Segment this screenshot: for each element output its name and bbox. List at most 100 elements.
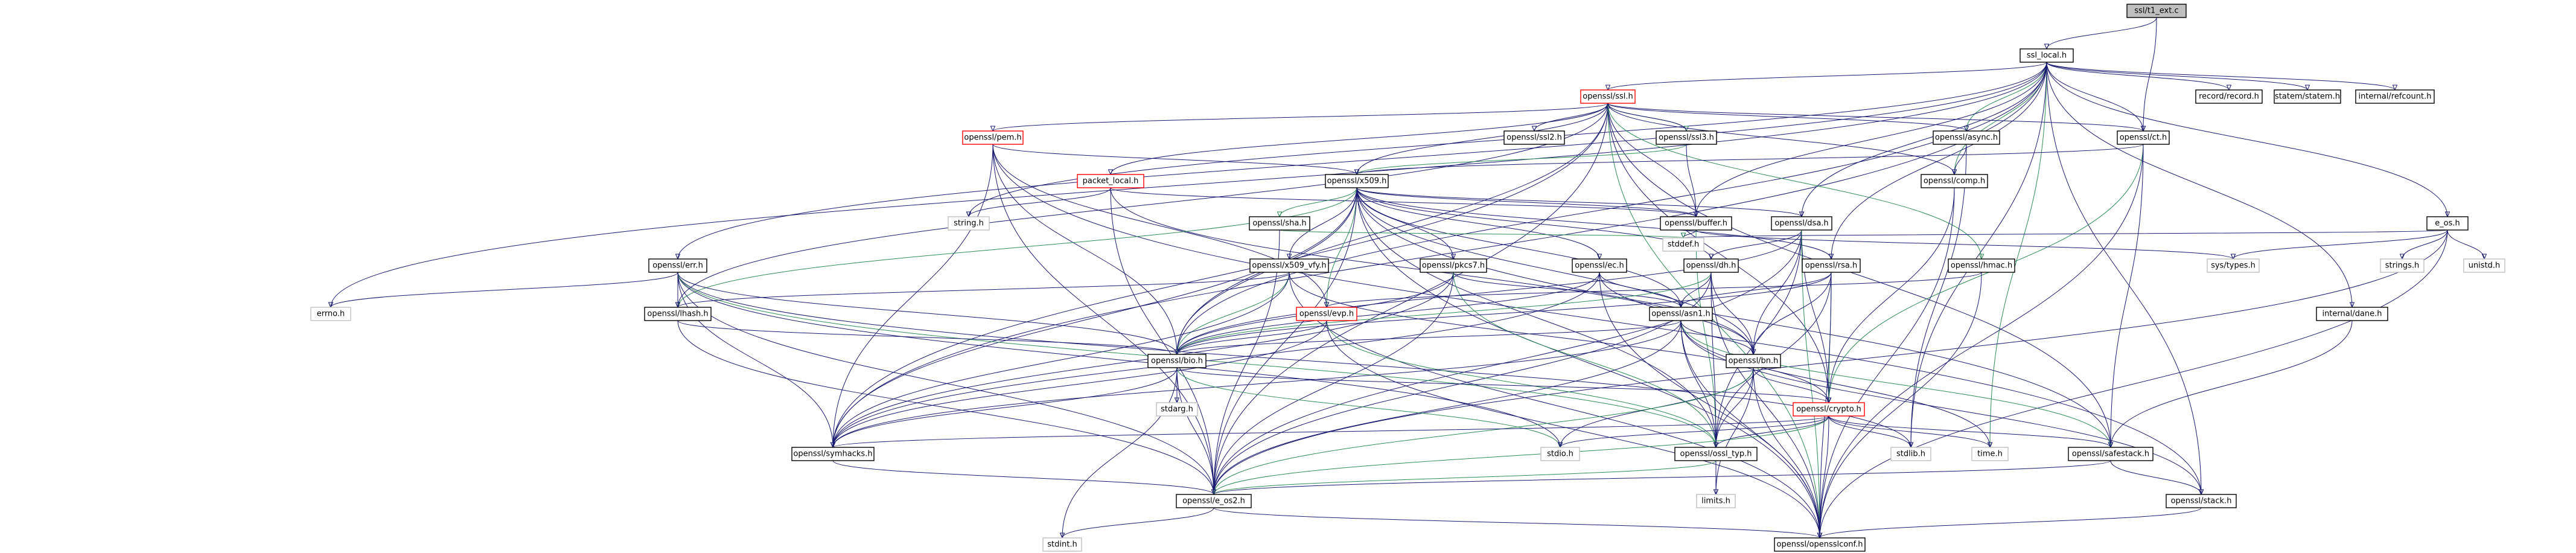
file-node-openssl-safestack-h[interactable]: openssl/safestack.h: [2068, 447, 2154, 461]
dependency-edge: [1213, 507, 1823, 539]
dependency-edge: [2046, 62, 2310, 91]
file-node-label: openssl/dsa.h: [1774, 219, 1828, 228]
dependency-edge: [992, 144, 1360, 176]
file-node-openssl-hmac-h[interactable]: openssl/hmac.h: [1948, 258, 2015, 273]
dependency-edge: [966, 187, 1111, 218]
dependency-edge: [1211, 272, 1712, 496]
file-node-stdlib-h: stdlib.h: [1890, 447, 1931, 461]
file-node-ssl-local-h[interactable]: ssl_local.h: [2020, 48, 2074, 63]
dependency-edge: [1174, 272, 1832, 356]
file-node-openssl-ec-h[interactable]: openssl/ec.h: [1572, 258, 1627, 273]
dependency-edge: [2044, 17, 2157, 50]
dependency-edge: [2230, 229, 2448, 260]
dependency-edge: [1356, 187, 1699, 218]
dependency-edge: [1713, 460, 1719, 496]
file-node-label: openssl/x509.h: [1327, 177, 1387, 186]
file-node-label: record/record.h: [2199, 92, 2259, 101]
file-node-label: openssl/err.h: [652, 261, 703, 270]
dependency-edge: [675, 62, 2047, 260]
file-node-statem-statem-h[interactable]: statem/statem.h: [2274, 89, 2341, 104]
dependency-edge: [830, 320, 1682, 449]
file-node-openssl-ossl-typ-h[interactable]: openssl/ossl_typ.h: [1674, 447, 1758, 461]
file-node-label: strings.h: [2385, 261, 2419, 270]
file-node-label: openssl/ec.h: [1575, 261, 1624, 270]
file-node-openssl-buffer-h[interactable]: openssl/buffer.h: [1660, 216, 1732, 231]
file-node-openssl-pem-h[interactable]: openssl/pem.h: [962, 130, 1024, 145]
file-node-openssl-bn-h[interactable]: openssl/bn.h: [1726, 354, 1781, 368]
dependency-edge: [1753, 367, 1832, 404]
file-node-openssl-ssl2-h[interactable]: openssl/ssl2.h: [1503, 130, 1565, 145]
dependency-edge: [992, 144, 2204, 496]
dependency-edge: [2110, 460, 2204, 496]
file-node-openssl-crypto-h[interactable]: openssl/crypto.h: [1793, 402, 1865, 417]
file-node-openssl-pkcs7-h[interactable]: openssl/pkcs7.h: [1420, 258, 1487, 273]
dependency-edge: [1557, 415, 1829, 449]
file-node-openssl-err-h[interactable]: openssl/err.h: [648, 258, 707, 273]
dependency-edge: [832, 460, 1217, 496]
dependency-edge: [1605, 102, 1687, 132]
file-node-packet-local-h[interactable]: packet_local.h: [1077, 174, 1144, 188]
dependency-edge: [1531, 103, 1608, 132]
file-node-internal-dane-h[interactable]: internal/dane.h: [2316, 307, 2388, 321]
file-node-label: openssl/symhacks.h: [793, 450, 872, 459]
file-node-openssl-ssl-h[interactable]: openssl/ssl.h: [1580, 89, 1636, 104]
dependency-edge: [1607, 103, 1699, 218]
dependency-edge: [1277, 187, 1357, 218]
file-node-label: ssl_local.h: [2027, 51, 2067, 60]
file-node-stdint-h: stdint.h: [1042, 537, 1082, 552]
file-node-openssl-e-os2-h[interactable]: openssl/e_os2.h: [1176, 494, 1252, 508]
file-node-label: openssl/buffer.h: [1665, 219, 1727, 228]
file-node-label: openssl/safestack.h: [2072, 450, 2149, 459]
file-node-e-os-h[interactable]: e_os.h: [2426, 216, 2469, 231]
dependency-edge: [1817, 507, 2202, 539]
dependency-edge: [990, 103, 1608, 132]
file-node-label: openssl/e_os2.h: [1182, 497, 1245, 506]
file-node-label: openssl/lhash.h: [647, 310, 708, 319]
dependency-edge: [1607, 103, 1969, 132]
file-node-openssl-dsa-h[interactable]: openssl/dsa.h: [1771, 216, 1832, 231]
file-node-openssl-ssl3-h[interactable]: openssl/ssl3.h: [1656, 130, 1717, 145]
file-node-openssl-lhash-h[interactable]: openssl/lhash.h: [644, 307, 712, 321]
file-node-openssl-comp-h[interactable]: openssl/comp.h: [1921, 174, 1988, 188]
file-node-label: limits.h: [1701, 497, 1730, 506]
dependency-edge: [675, 103, 1608, 308]
dependency-edge: [1279, 229, 1686, 239]
file-node-label: openssl/async.h: [1935, 133, 1998, 142]
file-node-label: openssl/ssl3.h: [1659, 133, 1714, 142]
file-node-strings-h: strings.h: [2380, 258, 2425, 273]
dependency-edge: [1176, 367, 1563, 449]
file-node-label: errno.h: [317, 310, 345, 319]
file-node-sys-types-h: sys/types.h: [2207, 258, 2260, 273]
file-node-internal-refcount-h[interactable]: internal/refcount.h: [2355, 89, 2435, 104]
file-node-stdio-h: stdio.h: [1540, 447, 1580, 461]
file-node-openssl-rsa-h[interactable]: openssl/rsa.h: [1802, 258, 1861, 273]
file-node-openssl-opensslconf-h[interactable]: openssl/opensslconf.h: [1774, 537, 1866, 552]
dependency-edge: [677, 272, 836, 449]
file-node-label: openssl/dh.h: [1686, 261, 1736, 270]
file-node-openssl-dh-h[interactable]: openssl/dh.h: [1683, 258, 1739, 273]
file-node-label: sys/types.h: [2211, 261, 2256, 270]
file-node-openssl-symhacks-h[interactable]: openssl/symhacks.h: [791, 447, 875, 461]
file-node-label: packet_local.h: [1083, 177, 1139, 186]
dependency-edge: [1828, 415, 2114, 449]
file-node-openssl-bio-h[interactable]: openssl/bio.h: [1147, 354, 1207, 368]
file-node-openssl-asn1-h[interactable]: openssl/asn1.h: [1649, 307, 1713, 321]
file-node-openssl-evp-h[interactable]: openssl/evp.h: [1296, 307, 1357, 321]
file-node-label: stdio.h: [1547, 450, 1573, 459]
file-node-record-record-h[interactable]: record/record.h: [2195, 89, 2263, 104]
file-nodes: ssl/t1_ext.cssl_local.hopenssl/ssl.hopen…: [310, 4, 2505, 552]
file-node-openssl-sha-h[interactable]: openssl/sha.h: [1249, 216, 1310, 231]
dependency-edge: [1286, 187, 1357, 260]
dependency-edge: [2399, 229, 2448, 260]
file-node-label: e_os.h: [2435, 219, 2460, 228]
file-node-openssl-stack-h[interactable]: openssl/stack.h: [2166, 494, 2237, 508]
dependency-edge: [2046, 62, 2232, 91]
dependency-edge: [1110, 187, 1699, 218]
file-node-openssl-ct-h[interactable]: openssl/ct.h: [2117, 130, 2170, 145]
file-node-openssl-async-h[interactable]: openssl/async.h: [1933, 130, 2000, 145]
dependency-edge: [1713, 415, 1829, 449]
file-node-openssl-x509-h[interactable]: openssl/x509.h: [1325, 174, 1389, 188]
file-node-openssl-x509-vfy-h[interactable]: openssl/x509_vfy.h: [1249, 258, 1329, 273]
dependency-edge: [677, 320, 1180, 356]
dependency-edge: [1324, 272, 1982, 308]
